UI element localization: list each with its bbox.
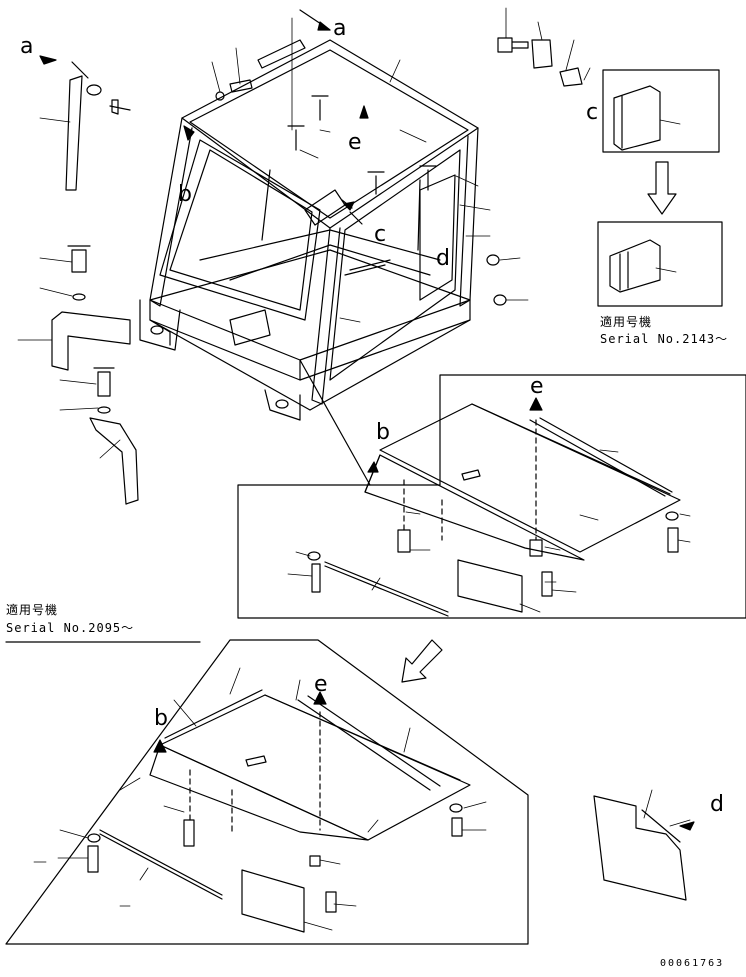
callout-d-bottom: d xyxy=(710,792,724,817)
callout-b-bottom: b xyxy=(154,706,168,731)
callout-arrows xyxy=(39,9,695,831)
left-side-brackets xyxy=(51,245,139,505)
document-number: 00061763 xyxy=(660,958,725,969)
callout-b-mid: b xyxy=(376,420,390,445)
inset-c-detail xyxy=(597,69,723,307)
callout-d-cab: d xyxy=(436,246,450,271)
serial-2143-applicability: 適用号機 xyxy=(600,315,653,329)
serial-2095-applicability: 適用号機 xyxy=(6,603,59,617)
callout-b-cab: b xyxy=(178,182,192,207)
callout-c-cab: c xyxy=(374,222,387,247)
roof-inset-serial-2143 xyxy=(237,359,746,619)
d-detail-part xyxy=(593,795,687,901)
cab-frame xyxy=(139,39,479,421)
serial-2143-number: Serial No.2143～ xyxy=(600,332,729,346)
callout-e-bottom: e xyxy=(314,672,328,697)
serial-2095-number: Serial No.2095～ xyxy=(6,621,135,635)
callout-e-mid: e xyxy=(530,374,544,399)
leader-lines xyxy=(17,7,691,931)
roof-inset-serial-2095 xyxy=(5,639,529,945)
callout-a-top: a xyxy=(333,16,347,41)
callout-a-left: a xyxy=(20,34,34,59)
callout-e-cab: e xyxy=(348,130,362,155)
callout-c-inset: c xyxy=(586,100,599,125)
top-loose-parts xyxy=(65,37,583,306)
